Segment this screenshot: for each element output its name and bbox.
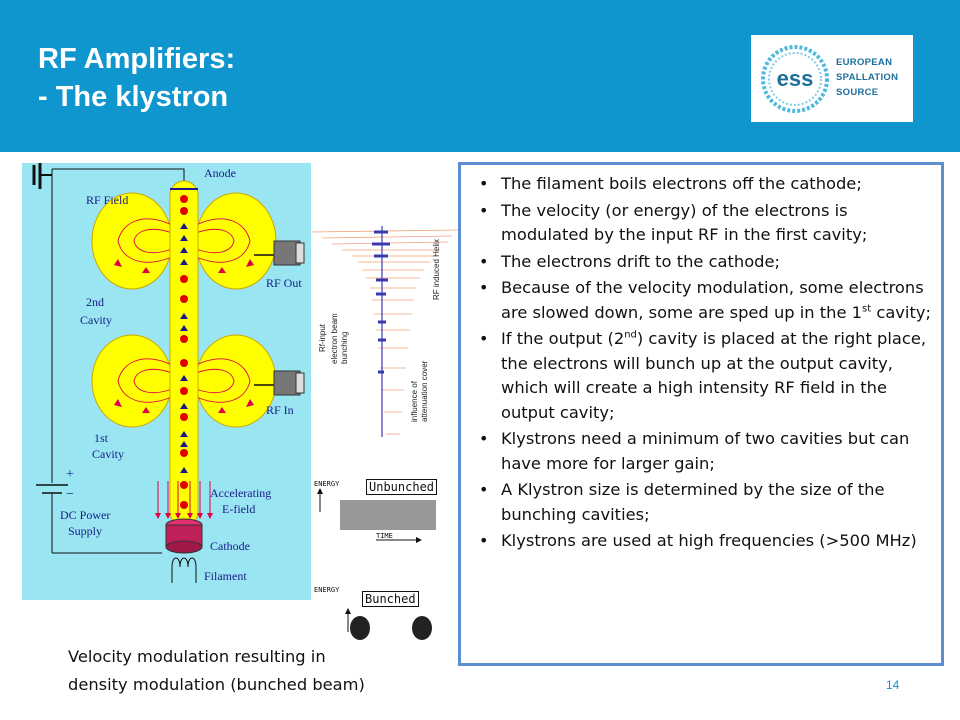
label-bunched: Bunched [362,591,419,607]
bullet-item: The filament boils electrons off the cat… [479,172,933,197]
bullet-5-sup: nd [624,329,637,341]
label-cathode: Cathode [210,539,250,553]
bullet-item: A Klystron size is determined by the siz… [479,478,933,527]
ess-logo-mark-icon: ess [761,45,829,113]
bullet-item: If the output (2nd) cavity is placed at … [479,327,933,425]
title-banner: RF Amplifiers: - The klystron ess EUROPE… [0,0,960,152]
ess-logo-text: EUROPEAN SPALLATION SOURCE [836,55,898,100]
caption-line1: Velocity modulation resulting in [68,647,326,666]
bullet-4-tail: cavity; [871,302,931,322]
bunched-plot-icon [345,608,432,640]
bullet-4-text: Because of the velocity modulation, some… [501,278,924,322]
label-energy-1: ENERGY [314,480,340,488]
svg-text:ess: ess [777,66,814,91]
bullet-item: The electrons drift to the cathode; [479,250,933,275]
label-time: TIME [376,532,393,540]
label-accelerating-a: Accelerating [210,486,272,500]
label-attenuation-a: influence of [410,381,419,422]
slide-title-line1: RF Amplifiers: [38,43,236,75]
label-rf-out: RF Out [266,276,302,290]
klystron-diagram: Anode RF Field RF Out 2nd Cavity RF In 1… [22,163,311,600]
label-filament: Filament [204,569,247,583]
klystron-drawing-icon [32,163,305,583]
label-rf-input: Rf-input [318,323,327,352]
label-1st-cavity-b: Cavity [92,447,124,461]
label-unbunched: Unbunched [366,479,438,495]
label-attenuation-b: attenuation cover [420,360,429,422]
label-1st-cavity-a: 1st [94,431,109,445]
label-dc-power-b: Supply [68,524,103,538]
label-accelerating-b: E-field [222,502,256,516]
bullet-5-text: If the output (2 [501,329,625,348]
explanation-box: The filament boils electrons off the cat… [458,162,944,666]
label-energy-2: ENERGY [314,586,340,594]
bullet-item: The velocity (or energy) of the electron… [479,199,933,248]
label-rf-field: RF Field [86,193,129,207]
bullet-4-sup: st [862,303,872,315]
caption-line2: density modulation (bunched beam) [68,675,365,694]
logo-line3: SOURCE [836,87,879,98]
label-electron-beam-a: electron beam [330,313,339,364]
label-dc-power-a: DC Power [60,508,111,522]
logo-line1: EUROPEAN [836,57,893,68]
ess-logo: ess EUROPEAN SPALLATION SOURCE [751,35,913,122]
bullet-item: Klystrons need a minimum of two cavities… [479,427,933,476]
label-minus: − [66,487,74,502]
label-2nd-cavity-a: 2nd [86,295,104,309]
label-rf-induced-helix: RF induced Helix [432,239,441,300]
label-electron-beam-b: bunching [340,331,349,364]
bullet-item: Klystrons are used at high frequencies (… [479,529,933,554]
label-rf-in: RF In [266,403,294,417]
label-plus: + [66,467,74,482]
slide-title-line2: - The klystron [38,81,229,113]
label-anode: Anode [204,166,236,180]
page-number: 14 [886,678,900,692]
label-2nd-cavity-b: Cavity [80,313,112,327]
helix-waveform-icon [312,226,458,543]
slide-title: RF Amplifiers: - The klystron [38,40,235,116]
bunching-illustration: Rf-input electron beam bunching influenc… [312,222,458,594]
figure-caption: Velocity modulation resulting in density… [68,643,365,699]
logo-line2: SPALLATION [836,72,899,83]
bullet-list: The filament boils electrons off the cat… [479,172,933,554]
bullet-5-tail: ) cavity is placed at the right place, t… [501,329,927,422]
bullet-item: Because of the velocity modulation, some… [479,276,933,325]
